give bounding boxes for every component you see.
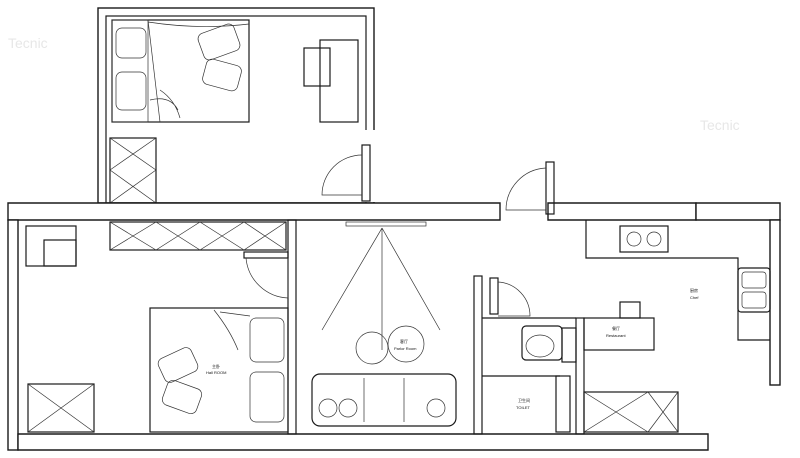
partition-toilet-right [575,317,585,435]
storage-cabinet [583,391,679,433]
upper-bed-fold [149,89,181,119]
parlor-label-en: Parlor Room [394,346,417,351]
parlor-label-zh: 客厅 [400,338,408,344]
upper-bed-headboard [111,19,149,123]
dining-label-en: Restaurant [606,333,626,338]
upper-wardrobe-cross [109,137,157,204]
master-bedroom: 主卧 Hall ROOM [25,221,289,433]
wardrobe-small-cross [27,383,95,433]
dining-label-zh: 餐厅 [612,325,620,331]
side-chair [43,239,77,267]
upper-door-jamb [361,144,371,202]
bedroom-door-swing [245,257,289,299]
watermark-right: Tecnic [700,117,740,133]
master-pillow-4 [161,379,203,415]
bedroom-door-leaf [243,251,289,259]
partition-toilet-left [473,275,483,435]
upper-pillow-1 [115,27,147,59]
right-wall [769,219,781,386]
kitchen: 厨房 Chef [585,220,771,341]
sofa-cushion-1 [318,398,338,418]
sofa-cushion-2 [338,398,358,418]
round-table-2 [387,325,425,363]
upper-door-swing [321,154,363,196]
upper-desk [319,39,359,123]
dining-chair [619,301,641,319]
burner-2 [646,231,662,247]
top-wall-right [547,202,697,221]
toilet-seat-box [521,325,563,361]
wardrobe-long-cross [109,221,287,251]
toilet-room: 卫生间 TOILET [489,277,577,433]
toilet-door-leaf [489,277,499,315]
toilet-tank [561,327,577,363]
master-bed-fold [213,309,251,351]
kitchen-label-en: Chef [690,295,699,300]
master-pillow-3 [157,347,199,383]
wardrobe-long [109,221,287,251]
main-walls [7,202,781,451]
sofa [311,373,457,427]
kitchen-label-zh: 厨房 [690,287,698,293]
master-pillow-2 [249,371,285,423]
light-rays [321,227,441,350]
upper-pillow-3 [197,23,241,61]
sink-basin-2 [741,291,767,309]
watermark-left: Tecnic [8,35,48,51]
sink [737,267,771,313]
toilet-label-zh: 卫生间 [518,397,530,403]
burner-1 [626,231,642,247]
upper-bedroom-outer-wall [97,7,375,204]
ceiling-strip [345,221,427,227]
storage-cabinet-cross [583,391,679,433]
master-bedroom-label-en: Hall ROOM [206,370,226,375]
master-bedroom-label-zh: 主卧 [212,363,220,369]
sink-basin-1 [741,271,767,289]
upper-pillow-2 [115,71,147,111]
entry-door [502,161,555,222]
toilet-bowl [525,334,555,358]
side-table [25,225,77,267]
parlor: 客厅 Parlor Room [311,227,457,427]
bottom-wall [17,433,709,451]
upper-chair [303,47,331,87]
top-wall-left [7,202,501,221]
dining: 餐厅 Restaurant [583,301,655,351]
toilet-door-swing [497,281,531,317]
toilet-label-en: TOILET [516,405,530,410]
storage-cabinets [583,391,679,433]
upper-bedroom [97,7,377,204]
sofa-seams [363,378,405,422]
entry-door-leaf [545,161,555,215]
partition-bedroom [287,219,297,435]
dining-table [583,317,655,351]
shower-rail [555,375,571,433]
kitchen-counter [585,220,770,341]
master-pillow-1 [249,317,285,363]
upper-bed-sheet-lines [147,19,250,123]
master-bed [149,307,289,433]
sofa-cushion-3 [426,398,446,418]
cooktop [619,225,669,253]
entry-door-swing [505,167,547,211]
round-table-1 [355,331,389,365]
toilet-partitions [482,317,576,377]
top-wall-far-right [695,202,781,221]
left-wall [7,219,19,451]
wardrobe-small [27,383,95,433]
upper-pillow-4 [202,58,242,92]
